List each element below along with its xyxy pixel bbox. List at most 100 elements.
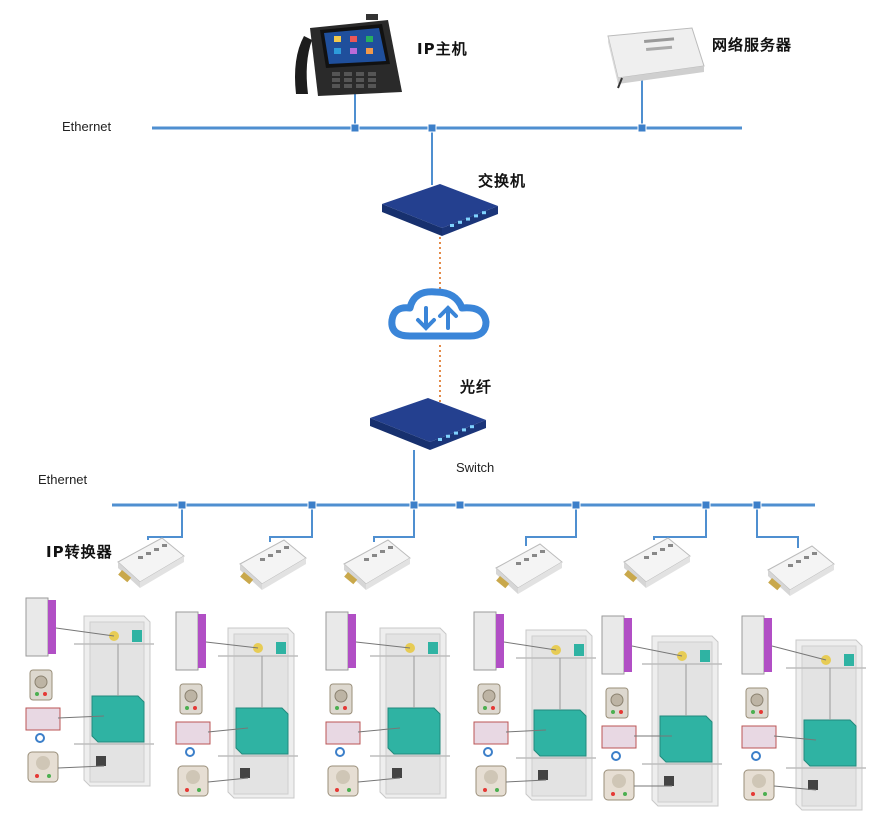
panel-wire [357, 727, 401, 733]
elevator-intercom-icon [325, 611, 361, 797]
port-led [438, 438, 442, 441]
converter-side [768, 570, 790, 596]
alarm-button [35, 774, 39, 778]
converter-connector [118, 570, 132, 583]
elevator-shaft-icon [786, 639, 866, 811]
machine-box [428, 642, 438, 654]
switch-cn-label: 交换机 [478, 172, 527, 190]
elevator-intercom-icon [473, 611, 509, 797]
ip-converter-icon [623, 537, 691, 588]
ip-converter-icon [117, 537, 185, 588]
speaker-grill [610, 693, 624, 707]
pit-box [96, 756, 106, 766]
converter-port [162, 544, 167, 547]
keypad-key [368, 72, 376, 76]
speaker-grill [482, 689, 496, 703]
cloud-outline [388, 288, 490, 340]
converter-drop-line [373, 505, 415, 542]
connector-host [350, 123, 360, 133]
circuit-board [25, 707, 61, 731]
elevator-intercom-icon [175, 611, 211, 797]
connector-converter [307, 500, 317, 510]
switch-side [382, 204, 442, 236]
elevator-shaft-icon [370, 627, 450, 799]
intercom-strip [348, 614, 356, 668]
talk-button [763, 792, 767, 796]
converter-front [262, 558, 306, 590]
elevator-car [91, 695, 145, 743]
intercom-phone [473, 611, 497, 671]
ethernet-top-label: Ethernet [62, 119, 112, 134]
ip-converter-icon [239, 539, 307, 590]
pit-box [392, 768, 402, 778]
speaker-grill [334, 689, 348, 703]
keypad-key [332, 72, 340, 76]
green-button [751, 710, 755, 714]
keypad-key [368, 84, 376, 88]
green-button [483, 706, 487, 710]
circuit-board [325, 721, 361, 745]
intercom-phone [601, 615, 625, 675]
keypad-key [356, 78, 364, 82]
elevator-car [803, 719, 857, 767]
machine-box [276, 642, 286, 654]
ip-host-label: IP主机 [417, 40, 468, 58]
green-button [35, 692, 39, 696]
panel-wire [57, 765, 105, 769]
converter-front [366, 558, 410, 590]
elevator-intercom-icon [741, 615, 777, 801]
port-led [482, 211, 486, 215]
machine-box [574, 644, 584, 656]
converter-front [518, 562, 562, 594]
elevator-intercom-icon [25, 597, 61, 783]
talk-button [197, 788, 201, 792]
port-led [474, 214, 478, 218]
panel-wire [355, 641, 411, 649]
alarm-button [185, 788, 189, 792]
converter-port [284, 546, 289, 549]
converter-port [524, 558, 529, 561]
converter-port [372, 554, 377, 557]
red-button [43, 692, 47, 696]
intercom-strip [198, 614, 206, 668]
converter-connector [496, 576, 510, 589]
intercom-phone [175, 611, 199, 671]
converter-port [146, 552, 151, 555]
red-button [619, 710, 623, 714]
panel-wire [207, 777, 249, 783]
ceiling-speaker [612, 774, 626, 788]
converter-port [380, 550, 385, 553]
wiring-loop-icon [751, 751, 761, 761]
elevator-shaft-icon [218, 627, 298, 799]
intercom-strip [496, 614, 504, 668]
keypad-key [368, 78, 376, 82]
green-button [185, 706, 189, 710]
connector-converter [409, 500, 419, 510]
panel-wire [205, 641, 259, 649]
elevator-car [235, 707, 289, 755]
switch-top [370, 398, 486, 442]
phone-screen [324, 28, 386, 64]
connector-converter [571, 500, 581, 510]
converter-port [796, 560, 801, 563]
converter-side [118, 562, 140, 588]
app-tile [334, 36, 341, 42]
talk-button [347, 788, 351, 792]
green-button [611, 710, 615, 714]
network-server-icon [607, 27, 705, 89]
ip-converter-icon [767, 545, 835, 596]
converter-port [138, 556, 143, 559]
converter-connector [624, 570, 638, 583]
fiber-label: 光纤 [460, 378, 493, 396]
ceiling-speaker [36, 756, 50, 770]
wiring-loop-icon [611, 751, 621, 761]
keypad-key [344, 78, 352, 82]
connector-converter [701, 500, 711, 510]
elevator-car [659, 715, 713, 763]
machine-box [132, 630, 142, 642]
connector-converter [177, 500, 187, 510]
intercom-phone [325, 611, 349, 671]
keypad-key [356, 84, 364, 88]
converter-port [268, 554, 273, 557]
